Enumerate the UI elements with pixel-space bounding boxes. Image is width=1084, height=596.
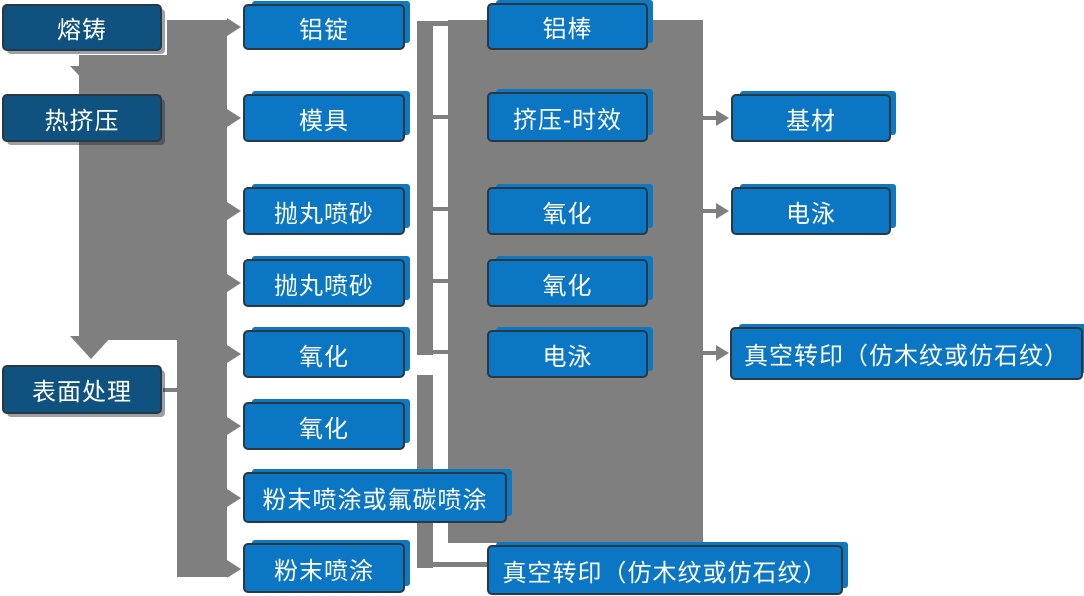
node-vacuum-transfer-right: 真空转印（仿木纹或仿石纹） [730,327,1083,380]
arrow-to-shot-blast-2 [227,274,241,292]
node-powder-or-fluorocarbon-spray: 粉末喷涂或氟碳喷涂 [243,472,507,523]
arrow-to-vacuum-transfer-right [716,345,729,361]
node-mold: 模具 [243,94,405,142]
lower-band [177,338,227,577]
node-electrophoresis-2: 电泳 [731,187,891,235]
node-extrusion-aging: 挤压-时效 [487,92,648,142]
node-aluminum-rod: 铝棒 [487,3,648,50]
node-oxidation-3: 氧化 [487,187,648,235]
spine-tick-row4 [433,279,448,283]
arrow-to-powder-spray [227,560,241,578]
arrow-down-to-surface-treatment [70,336,112,359]
node-surface-treatment: 表面处理 [2,365,162,414]
arrow-to-aluminum-ingot [227,18,241,36]
node-powder-spray: 粉末喷涂 [243,543,405,593]
spine-tick-row1 [433,21,448,26]
arrow-stem-to-vacuum-transfer-right [703,351,716,355]
arrow-to-oxidation-1 [227,345,241,363]
node-shot-blast-sandblast-2: 抛丸喷砂 [243,259,405,307]
node-oxidation-4: 氧化 [487,259,648,307]
node-oxidation-1: 氧化 [243,330,405,378]
node-shot-blast-sandblast-1: 抛丸喷砂 [243,187,405,235]
arrow-down-to-hot-extrusion [70,66,112,88]
arrow-stem-to-substrate [703,116,716,120]
node-aluminum-ingot: 铝锭 [243,4,405,50]
arrow-stem-to-electrophoresis-2 [703,209,716,213]
arrow-to-powder-or-fluorocarbon [227,489,241,507]
spine-tick-row2 [433,115,448,119]
spine-tick-row5 [433,350,448,354]
main-band-top-extension [167,20,227,65]
node-substrate: 基材 [731,94,891,142]
node-electrophoresis-1: 电泳 [487,330,648,378]
node-melting: 熔铸 [2,4,162,51]
arrow-to-oxidation-2 [227,417,241,435]
node-vacuum-transfer-bottom: 真空转印（仿木纹或仿石纹） [487,545,843,595]
arrow-to-shot-blast-1 [227,202,241,220]
spine-tick-row3 [433,207,448,211]
arrow-to-electrophoresis-2 [716,203,729,219]
arrow-to-substrate [716,110,729,126]
surface-treatment-link [163,388,179,392]
node-oxidation-2: 氧化 [243,402,405,450]
tick-to-vacuum-transfer-bottom [421,562,487,567]
node-hot-extrusion: 热挤压 [2,94,162,142]
spine-upper [417,21,433,355]
arrow-to-mold [227,109,241,127]
